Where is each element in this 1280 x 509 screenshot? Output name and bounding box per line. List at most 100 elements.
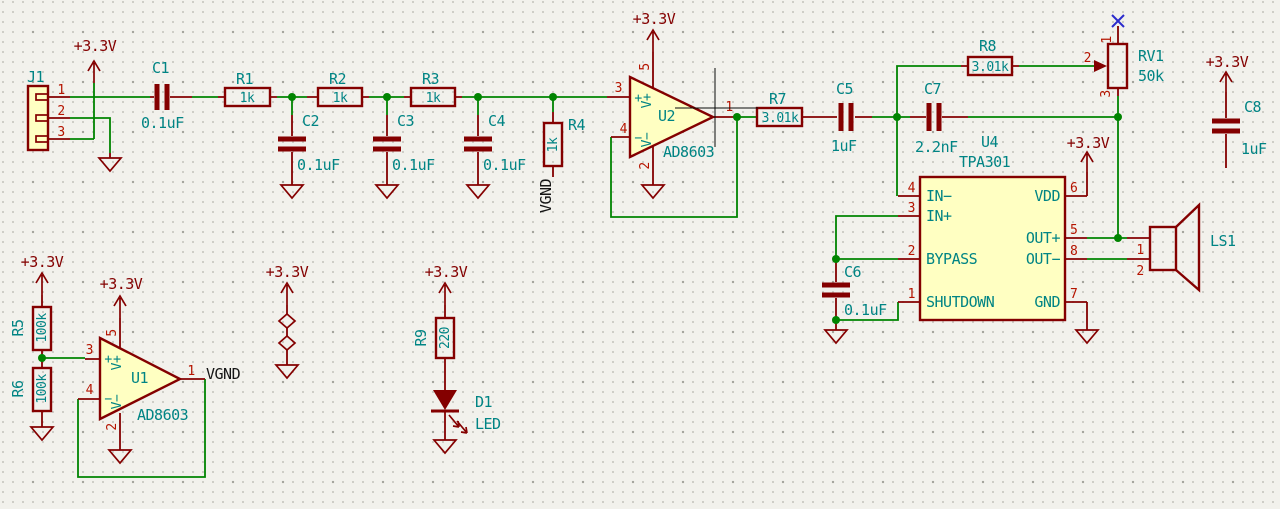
capacitor-c8[interactable]: C8 1uF xyxy=(1212,98,1268,158)
resistor-r6[interactable]: R6 100k xyxy=(9,366,53,413)
resistor-r3[interactable]: R3 1k xyxy=(409,70,457,108)
capacitor-c7[interactable]: C7 2.2nF xyxy=(915,80,959,156)
wire-u1-feedback[interactable] xyxy=(77,379,206,478)
opamp-body[interactable] xyxy=(628,75,716,159)
c1-value: 0.1uF xyxy=(141,114,184,132)
resistor-body[interactable] xyxy=(316,86,364,108)
junction-dot xyxy=(549,93,557,101)
resistor-r8[interactable]: R8 3.01k xyxy=(966,37,1014,77)
speaker-body[interactable] xyxy=(1148,225,1178,272)
r6-ref: R6 xyxy=(9,380,27,398)
resistor-body[interactable] xyxy=(31,366,53,413)
speaker-ls1[interactable]: LS1 1 2 xyxy=(1136,202,1237,293)
connector-pin-contact xyxy=(35,114,49,122)
potentiometer-rv1[interactable]: RV1 50k 1 2 3 xyxy=(1084,14,1165,98)
rv1-pin2: 2 xyxy=(1084,51,1091,66)
capacitor-c1[interactable]: C1 0.1uF xyxy=(141,59,185,132)
vcc-arrow-icon xyxy=(280,281,294,305)
ic-u4[interactable]: U4 TPA301 IN− IN+ BYPASS SHUTDOWN VDD OU… xyxy=(908,133,1078,322)
resistor-body[interactable] xyxy=(434,316,456,360)
gnd-icon[interactable] xyxy=(432,439,458,455)
cap-plates[interactable] xyxy=(926,103,942,131)
gnd-icon[interactable] xyxy=(465,184,491,200)
wire-in-plus-bypass[interactable] xyxy=(835,215,898,260)
u4-pin-name-out-plus: OUT+ xyxy=(1026,229,1061,247)
wire-j1-power[interactable] xyxy=(70,83,95,140)
vcc-label: +3.3V xyxy=(266,263,309,281)
u1-vplus-mark: V+ xyxy=(110,355,125,370)
r1-value: 1k xyxy=(240,91,255,106)
vcc-arrow-icon xyxy=(438,281,452,305)
gnd-icon[interactable] xyxy=(97,157,123,173)
u1-pin3: 3 xyxy=(86,343,93,358)
gnd-icon[interactable] xyxy=(274,364,300,380)
resistor-r9[interactable]: R9 220 xyxy=(412,316,456,360)
power-flag-icon[interactable] xyxy=(277,312,297,330)
gnd-icon[interactable] xyxy=(823,329,849,345)
junction-dot xyxy=(832,255,840,263)
wire-j1-gnd[interactable] xyxy=(70,117,111,153)
resistor-r5[interactable]: R5 100k xyxy=(9,305,53,352)
pot-body[interactable] xyxy=(1106,42,1129,90)
gnd-icon[interactable] xyxy=(279,184,305,200)
gnd-icon[interactable] xyxy=(1074,329,1100,345)
wire-u2-feedback[interactable] xyxy=(610,117,738,218)
c8-value: 1uF xyxy=(1241,140,1267,158)
wire-shutdown-gnd[interactable] xyxy=(836,302,899,321)
capacitor-c4[interactable]: C4 0.1uF xyxy=(464,112,527,174)
resistor-body[interactable] xyxy=(409,86,457,108)
led-d1[interactable]: D1 LED xyxy=(431,390,502,434)
power-flag-icons[interactable] xyxy=(277,312,297,352)
cap-plates[interactable] xyxy=(373,136,401,152)
r9-value: 220 xyxy=(438,327,453,349)
ls1-ref: LS1 xyxy=(1210,232,1236,250)
cap-plates[interactable] xyxy=(154,84,170,110)
cap-plates[interactable] xyxy=(278,136,306,152)
resistor-body[interactable] xyxy=(755,106,804,128)
resistor-r1[interactable]: R1 1k xyxy=(223,70,272,108)
connector-body[interactable] xyxy=(26,84,50,152)
gnd-icon[interactable] xyxy=(107,449,133,465)
resistor-r7[interactable]: R7 3.01k xyxy=(755,90,804,128)
resistor-body[interactable] xyxy=(542,121,564,168)
gnd-symbols[interactable] xyxy=(29,157,1100,465)
cap-plates[interactable] xyxy=(464,136,492,152)
connector-j1[interactable]: J1 1 2 3 xyxy=(26,68,65,152)
power-flag-icon[interactable] xyxy=(277,334,297,352)
u4-pin-name-out-minus: OUT− xyxy=(1026,250,1061,268)
wires[interactable] xyxy=(42,65,1127,478)
capacitor-c2[interactable]: C2 0.1uF xyxy=(278,112,341,174)
ic-body[interactable] xyxy=(918,175,1067,322)
r6-value: 100k xyxy=(35,374,50,404)
cap-plates[interactable] xyxy=(1212,118,1240,134)
vcc-arrow-icon xyxy=(1080,150,1094,172)
capacitor-c3[interactable]: C3 0.1uF xyxy=(373,112,436,174)
capacitor-c5[interactable]: C5 1uF xyxy=(831,80,858,155)
opamp-body[interactable] xyxy=(98,336,183,421)
resistor-r4[interactable]: R4 1k VGND xyxy=(537,116,586,213)
vcc-arrow-icon xyxy=(87,59,101,83)
u2-pin5: 5 xyxy=(638,63,653,70)
u4-pin1: 1 xyxy=(908,287,915,302)
capacitor-c6[interactable]: C6 0.1uF xyxy=(822,263,888,319)
vcc-arrow-icon xyxy=(646,28,660,52)
resistor-r2[interactable]: R2 1k xyxy=(316,70,364,108)
resistor-body[interactable] xyxy=(223,86,272,108)
resistor-body[interactable] xyxy=(966,55,1014,77)
cap-plates[interactable] xyxy=(822,282,850,298)
cap-plates[interactable] xyxy=(838,103,854,131)
gnd-icon[interactable] xyxy=(374,184,400,200)
gnd-icon[interactable] xyxy=(29,426,55,442)
power-symbols[interactable] xyxy=(35,28,1233,318)
resistor-body[interactable] xyxy=(31,305,53,352)
wire-c5-node[interactable] xyxy=(872,65,961,118)
j1-pin2: 2 xyxy=(57,104,64,119)
opamp-u1[interactable]: U1 AD8603 + − V+ V− 3 4 5 2 1 VGND xyxy=(86,329,241,430)
c2-ref: C2 xyxy=(302,112,319,130)
junction-dot xyxy=(474,93,482,101)
junction-dot xyxy=(893,113,901,121)
r5-value: 100k xyxy=(35,313,50,343)
gnd-icon[interactable] xyxy=(640,184,666,200)
led-triangle[interactable] xyxy=(433,390,457,410)
